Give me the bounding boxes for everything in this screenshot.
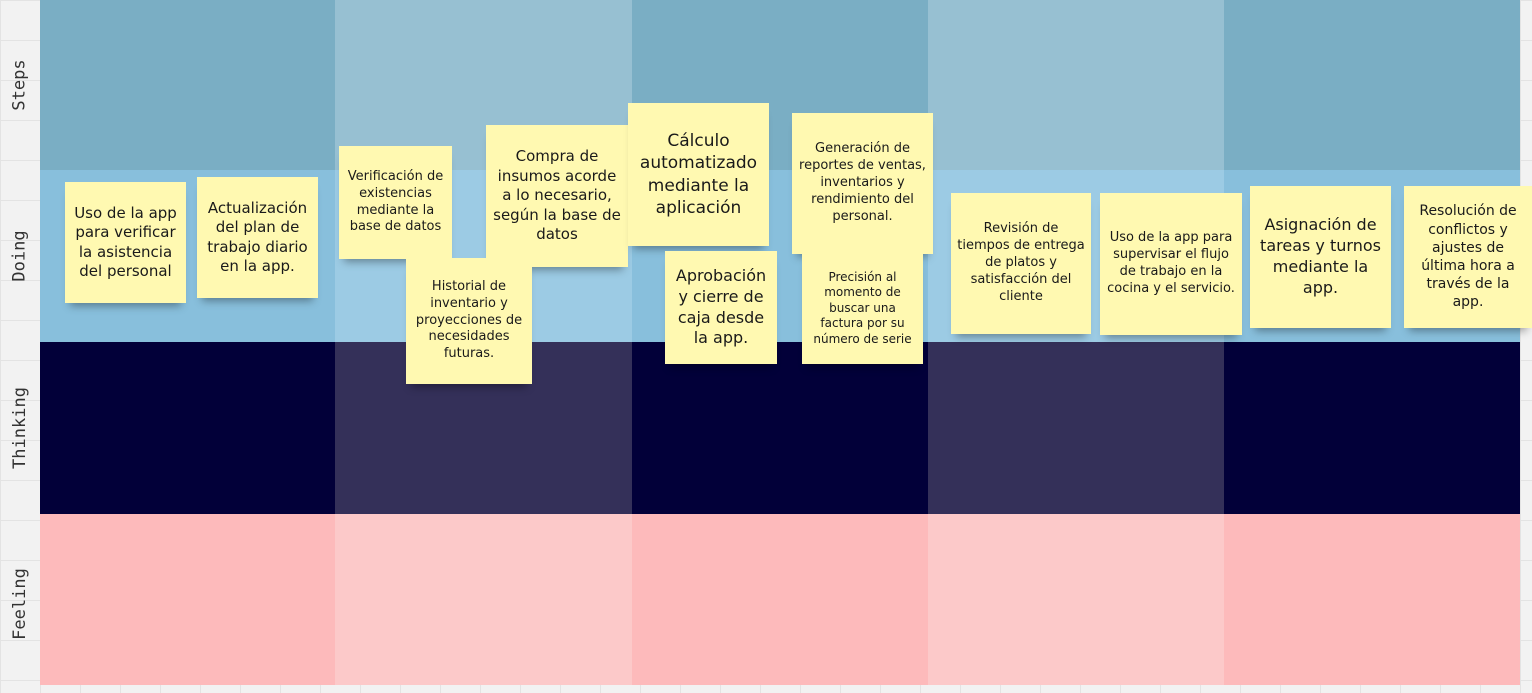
grid-cell-thinking [1224, 342, 1520, 514]
row-label-thinking: Thinking [0, 342, 40, 514]
sticky-note[interactable]: Actualización del plan de trabajo diario… [197, 177, 318, 298]
sticky-note[interactable]: Precisión al momento de buscar una factu… [802, 253, 923, 364]
sticky-note[interactable]: Resolución de conflictos y ajustes de úl… [1404, 186, 1532, 328]
grid-cell-feeling [335, 514, 632, 685]
row-label-doing: Doing [0, 170, 40, 342]
grid-cell-steps [928, 0, 1224, 170]
row-label-doing-text: Doing [10, 230, 30, 282]
sticky-note[interactable]: Revisión de tiempos de entrega de platos… [951, 193, 1091, 334]
sticky-note[interactable]: Uso de la app para verificar la asistenc… [65, 182, 186, 303]
sticky-note[interactable]: Asignación de tareas y turnos mediante l… [1250, 186, 1391, 328]
sticky-note[interactable]: Generación de reportes de ventas, invent… [792, 113, 933, 254]
row-label-feeling-text: Feeling [10, 567, 30, 640]
sticky-note[interactable]: Cálculo automatizado mediante la aplicac… [628, 103, 769, 246]
grid-cell-thinking [632, 342, 928, 514]
row-label-steps-text: Steps [10, 59, 30, 111]
grid-cell-feeling [928, 514, 1224, 685]
row-label-steps: Steps [0, 0, 40, 170]
grid-cell-feeling [632, 514, 928, 685]
grid-cell-steps [40, 0, 335, 170]
grid-cell-feeling [40, 514, 335, 685]
sticky-note[interactable]: Historial de inventario y proyecciones d… [406, 258, 532, 384]
grid-cell-steps [1224, 0, 1520, 170]
sticky-note[interactable]: Compra de insumos acorde a lo necesario,… [486, 125, 628, 267]
row-label-thinking-text: Thinking [10, 387, 31, 469]
sticky-note[interactable]: Uso de la app para supervisar el flujo d… [1100, 193, 1242, 335]
sticky-note[interactable]: Aprobación y cierre de caja desde la app… [665, 251, 777, 364]
grid-cell-feeling [1224, 514, 1520, 685]
grid-cell-thinking [928, 342, 1224, 514]
row-label-feeling: Feeling [0, 514, 40, 693]
grid-cell-thinking [40, 342, 335, 514]
sticky-note[interactable]: Verificación de existencias mediante la … [339, 146, 452, 259]
